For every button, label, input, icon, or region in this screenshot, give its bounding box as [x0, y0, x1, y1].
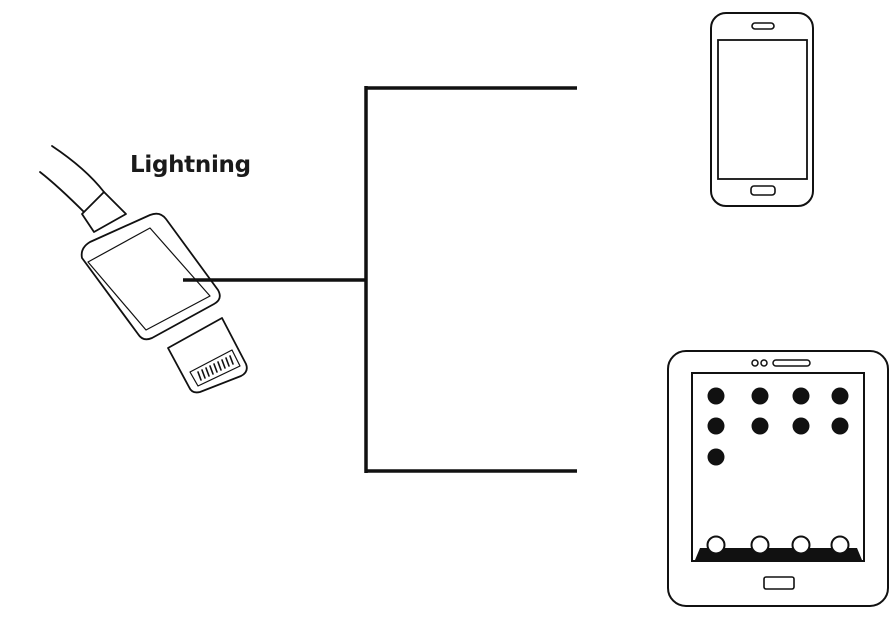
connector-lines: [183, 86, 577, 473]
lightning-cable-icon: [39, 145, 248, 394]
tablet-app-icon: [707, 448, 725, 466]
tablet-dock-app-icon: [830, 535, 850, 555]
tablet-app-icon: [792, 387, 810, 405]
lightning-contacts-icon: [197, 355, 234, 381]
tablet-app-icon: [831, 417, 849, 435]
tablet-dock-app-icon: [750, 535, 770, 555]
smartphone-icon: [710, 12, 814, 207]
tablet-app-icon: [792, 417, 810, 435]
tablet-app-icon: [707, 417, 725, 435]
tablet-dock-app-icon: [706, 535, 726, 555]
tablet-app-icon: [707, 387, 725, 405]
tablet-app-icon: [751, 387, 769, 405]
tablet-dock-icon: [695, 548, 862, 560]
tablet-app-icon: [751, 417, 769, 435]
tablet-dock-apps: [706, 535, 850, 555]
tablet-app-icon: [831, 387, 849, 405]
tablet-app-icons: [707, 387, 849, 466]
tablet-icon: [667, 350, 889, 607]
tablet-dock-app-icon: [791, 535, 811, 555]
lightning-label: Lightning: [130, 152, 251, 178]
